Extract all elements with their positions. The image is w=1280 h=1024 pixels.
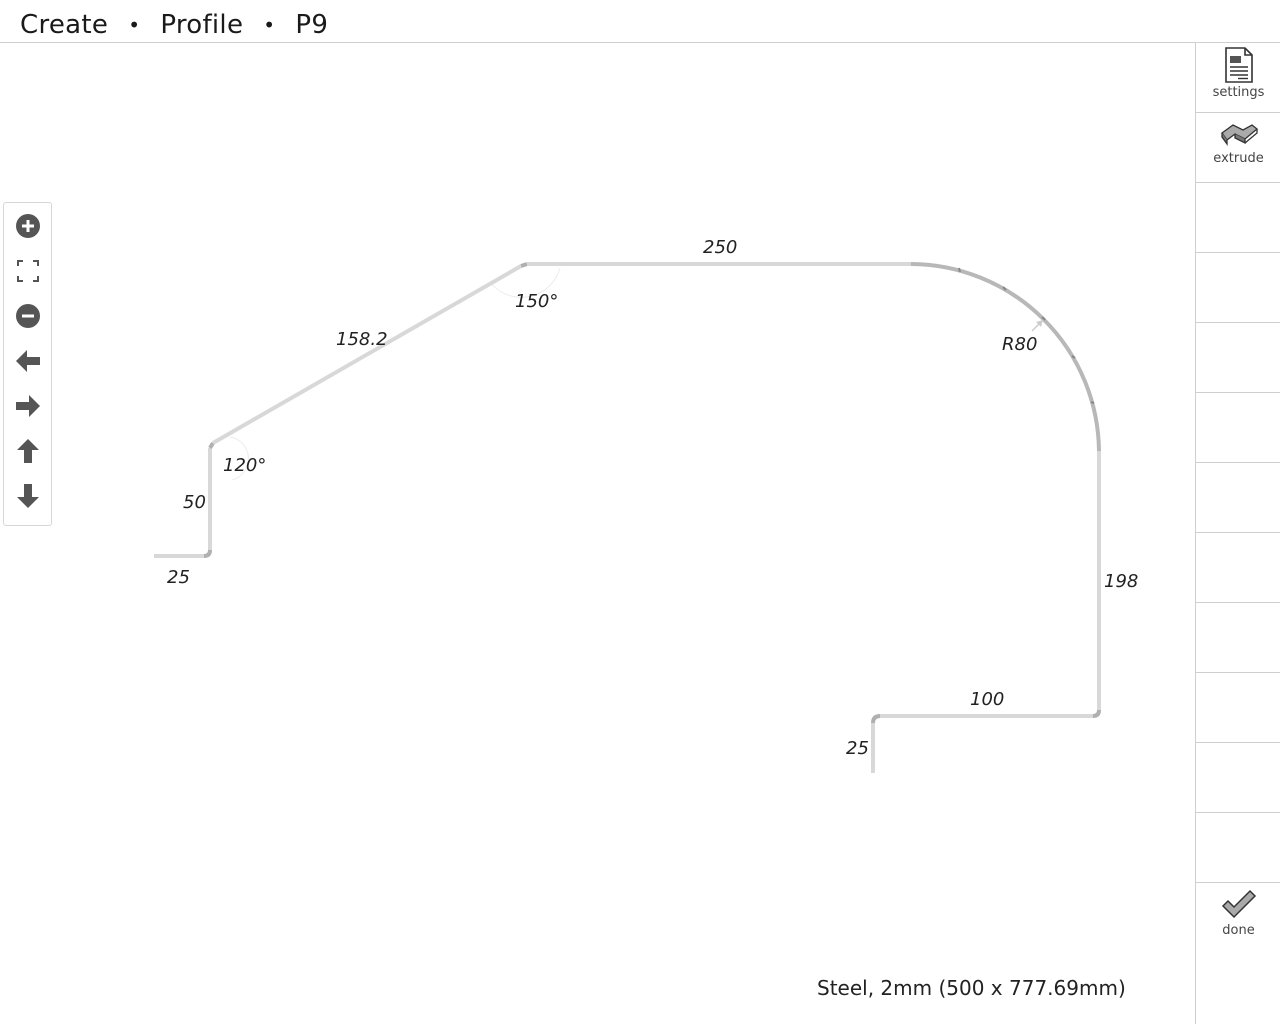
settings-button[interactable]: settings: [1196, 47, 1280, 111]
done-label: done: [1222, 923, 1255, 938]
pan-left-icon: [15, 349, 40, 372]
dim-slope[interactable]: 158.2: [336, 329, 388, 350]
fit-screen-icon: [16, 259, 39, 282]
bend-bottom-inner[interactable]: [871, 714, 881, 724]
zoom-in-icon: [15, 213, 40, 238]
right-panel: settings extrude done: [1195, 43, 1280, 1024]
bend-top-left[interactable]: [520, 262, 528, 268]
panel-slot: [1196, 183, 1280, 253]
breadcrumb: Create • Profile • P9: [20, 9, 328, 41]
dim-right-vertical[interactable]: 198: [1104, 571, 1139, 592]
angle-arc-120: [229, 436, 249, 481]
dim-bottom-segment[interactable]: 100: [970, 689, 1005, 710]
done-button[interactable]: done: [1196, 889, 1280, 949]
document-settings-icon: [1224, 47, 1253, 83]
breadcrumb-current: P9: [295, 10, 329, 40]
segment-slope[interactable]: [212, 264, 522, 445]
dim-left-angle[interactable]: 120°: [223, 455, 267, 476]
panel-slot: [1196, 253, 1280, 323]
pan-right-button[interactable]: [4, 383, 51, 428]
panel-slot: [1196, 813, 1280, 883]
pan-down-button[interactable]: [4, 473, 51, 518]
extrude-label: extrude: [1213, 151, 1264, 166]
dim-left-vertical[interactable]: 50: [183, 492, 206, 513]
extrude-button[interactable]: extrude: [1196, 121, 1280, 183]
arc-tick-marks: [958, 267, 1095, 404]
zoom-out-icon: [15, 303, 40, 328]
dim-bottom-left-flange[interactable]: 25: [167, 567, 190, 588]
pan-right-icon: [15, 394, 40, 417]
panel-slot: [1196, 463, 1280, 533]
pan-down-icon: [16, 483, 39, 508]
pan-left-button[interactable]: [4, 338, 51, 383]
pan-up-button[interactable]: [4, 428, 51, 473]
breadcrumb-separator: •: [263, 13, 276, 37]
panel-slot: [1196, 603, 1280, 673]
pan-up-icon: [16, 438, 39, 463]
angle-arc-150: [489, 267, 561, 298]
panel-slot: [1196, 323, 1280, 393]
profile-canvas[interactable]: 25 50 120° 158.2 150° 250 R80 198 100 25: [0, 43, 1195, 1024]
dim-top-segment[interactable]: 250: [703, 237, 738, 258]
bend-left-top[interactable]: [208, 441, 215, 450]
view-toolbar: [3, 202, 52, 526]
fit-screen-button[interactable]: [4, 248, 51, 293]
bend-bottom-right[interactable]: [1092, 709, 1101, 718]
profile-drawing: [154, 262, 1101, 773]
panel-slot: [1196, 673, 1280, 743]
panel-slot: [1196, 743, 1280, 813]
extrude-icon: [1220, 124, 1258, 147]
panel-slot: [1196, 533, 1280, 603]
breadcrumb-profile[interactable]: Profile: [160, 10, 244, 40]
zoom-in-button[interactable]: [4, 203, 51, 248]
material-status: Steel, 2mm (500 x 777.69mm): [817, 976, 1126, 1000]
dim-radius[interactable]: R80: [1002, 334, 1038, 355]
title-bar: Create • Profile • P9: [0, 0, 1280, 43]
panel-slot: [1196, 393, 1280, 463]
checkmark-icon: [1221, 889, 1256, 919]
breadcrumb-separator: •: [128, 13, 141, 37]
breadcrumb-create[interactable]: Create: [20, 10, 109, 40]
panel-slot-extrude: [1196, 113, 1280, 183]
dim-bottom-right-flange[interactable]: 25: [846, 738, 869, 759]
segment-radius-arc[interactable]: [910, 262, 1101, 452]
settings-label: settings: [1212, 85, 1265, 100]
zoom-out-button[interactable]: [4, 293, 51, 338]
bend-bottom-left[interactable]: [203, 549, 212, 558]
panel-slot-settings: [1196, 43, 1280, 113]
dim-top-angle[interactable]: 150°: [515, 291, 559, 312]
radius-pointer-arrowhead: [1036, 320, 1043, 327]
